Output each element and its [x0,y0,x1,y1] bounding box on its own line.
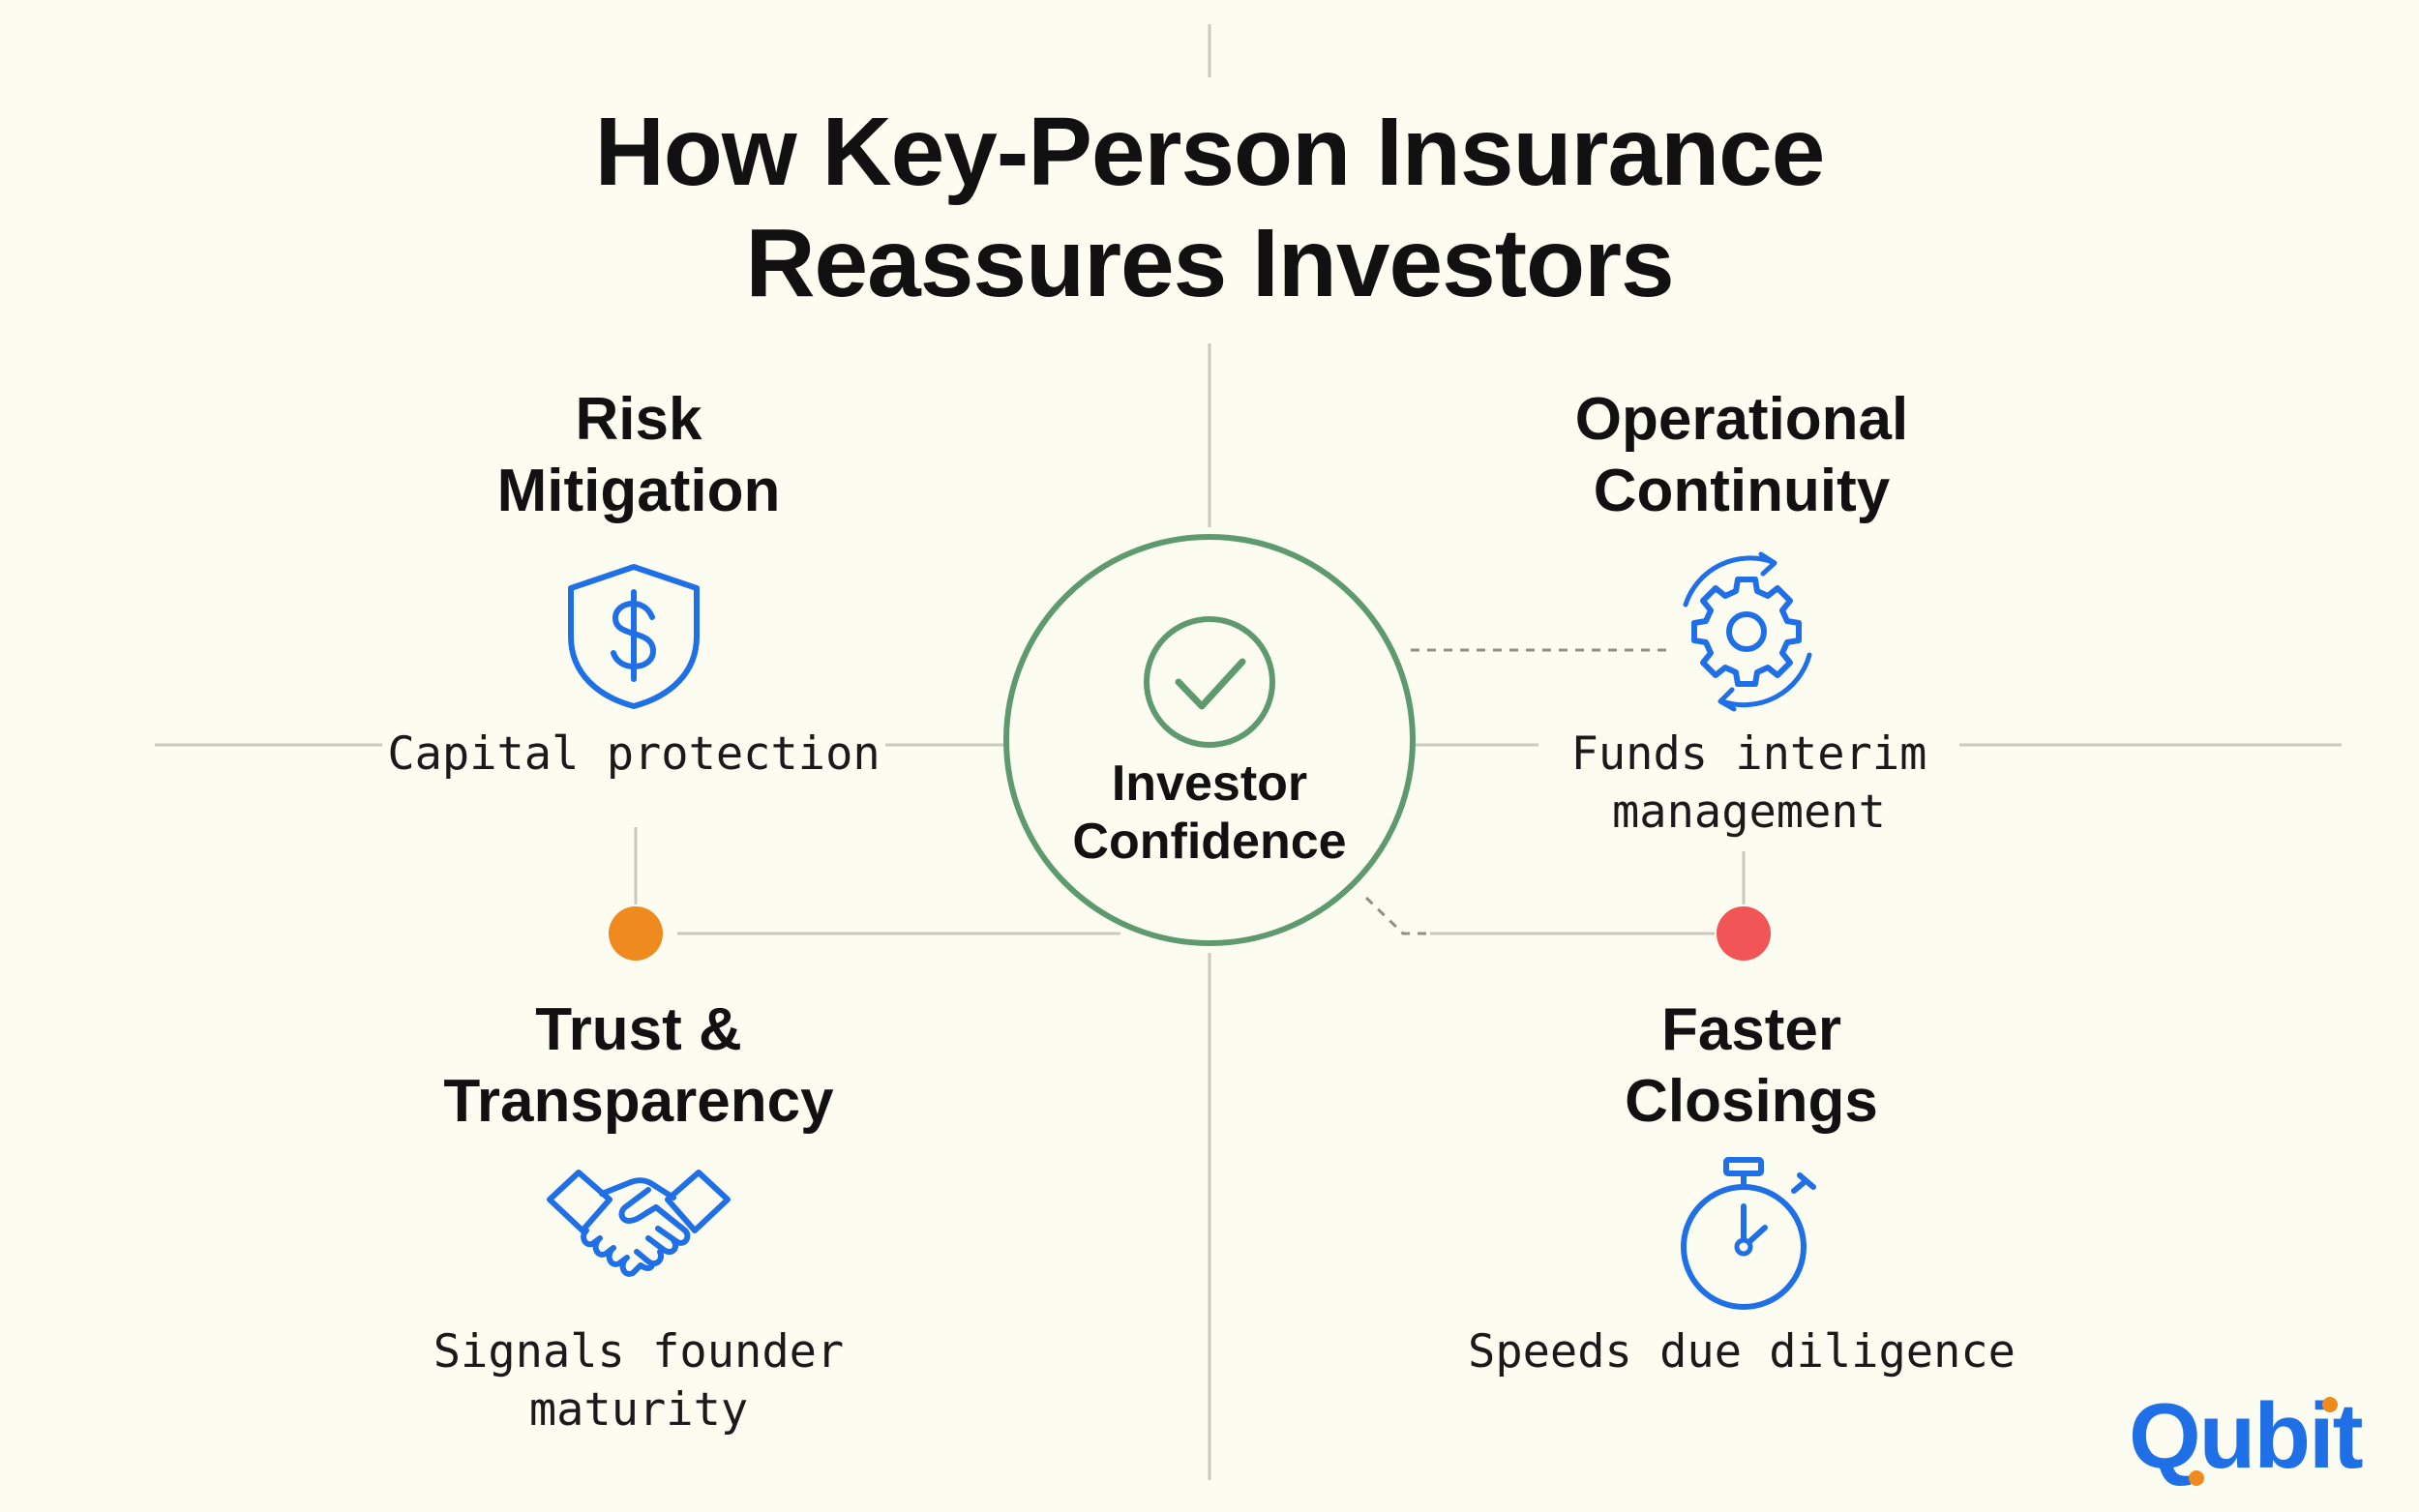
shield-dollar-icon [568,564,700,709]
risk-heading-line1: Risk [575,386,702,453]
closings-heading-line2: Closings [1625,1068,1878,1135]
trust-transparency-heading: Trust & Transparency [368,994,910,1138]
orange-dot [609,906,663,961]
center-circle [1003,534,1416,946]
qubit-logo: Qubit [2129,1383,2390,1490]
red-dot [1717,906,1771,961]
risk-caption: Capital protection [382,726,885,784]
continuity-heading-line1: Operational [1574,386,1909,453]
page-title: How Key-Person Insurance Reassures Inves… [242,97,2177,319]
center-label: Investor Confidence [1006,755,1413,871]
gear-cycle-icon [1683,551,1812,712]
trust-caption: Signals founder maturity [319,1323,958,1439]
risk-heading-line2: Mitigation [496,458,781,524]
continuity-caption: Funds interim management [1538,726,1959,842]
closings-caption: Speeds due diligence [1451,1323,2032,1381]
operational-continuity-heading: Operational Continuity [1500,384,1984,527]
page-title-line1: How Key-Person Insurance [594,98,1826,206]
risk-mitigation-heading: Risk Mitigation [387,384,890,527]
connector-center-to-red [1364,896,1430,935]
check-circle-icon [1144,616,1275,748]
center-label-line2: Confidence [1072,814,1347,870]
qubit-logo-dot-icon [2189,1397,2338,1486]
continuity-caption-line2: management [1612,786,1886,839]
trust-heading-line1: Trust & [535,996,742,1063]
center-label-line1: Investor [1111,756,1308,812]
closings-heading-line1: Faster [1660,996,1842,1063]
stopwatch-icon [1681,1157,1816,1310]
continuity-caption-line1: Funds interim [1570,727,1927,781]
faster-closings-heading: Faster Closings [1509,994,1993,1138]
continuity-heading-line2: Continuity [1593,458,1891,524]
page-title-line2: Reassures Investors [745,209,1674,317]
handshake-icon [547,1170,731,1277]
trust-heading-line2: Transparency [443,1068,834,1135]
